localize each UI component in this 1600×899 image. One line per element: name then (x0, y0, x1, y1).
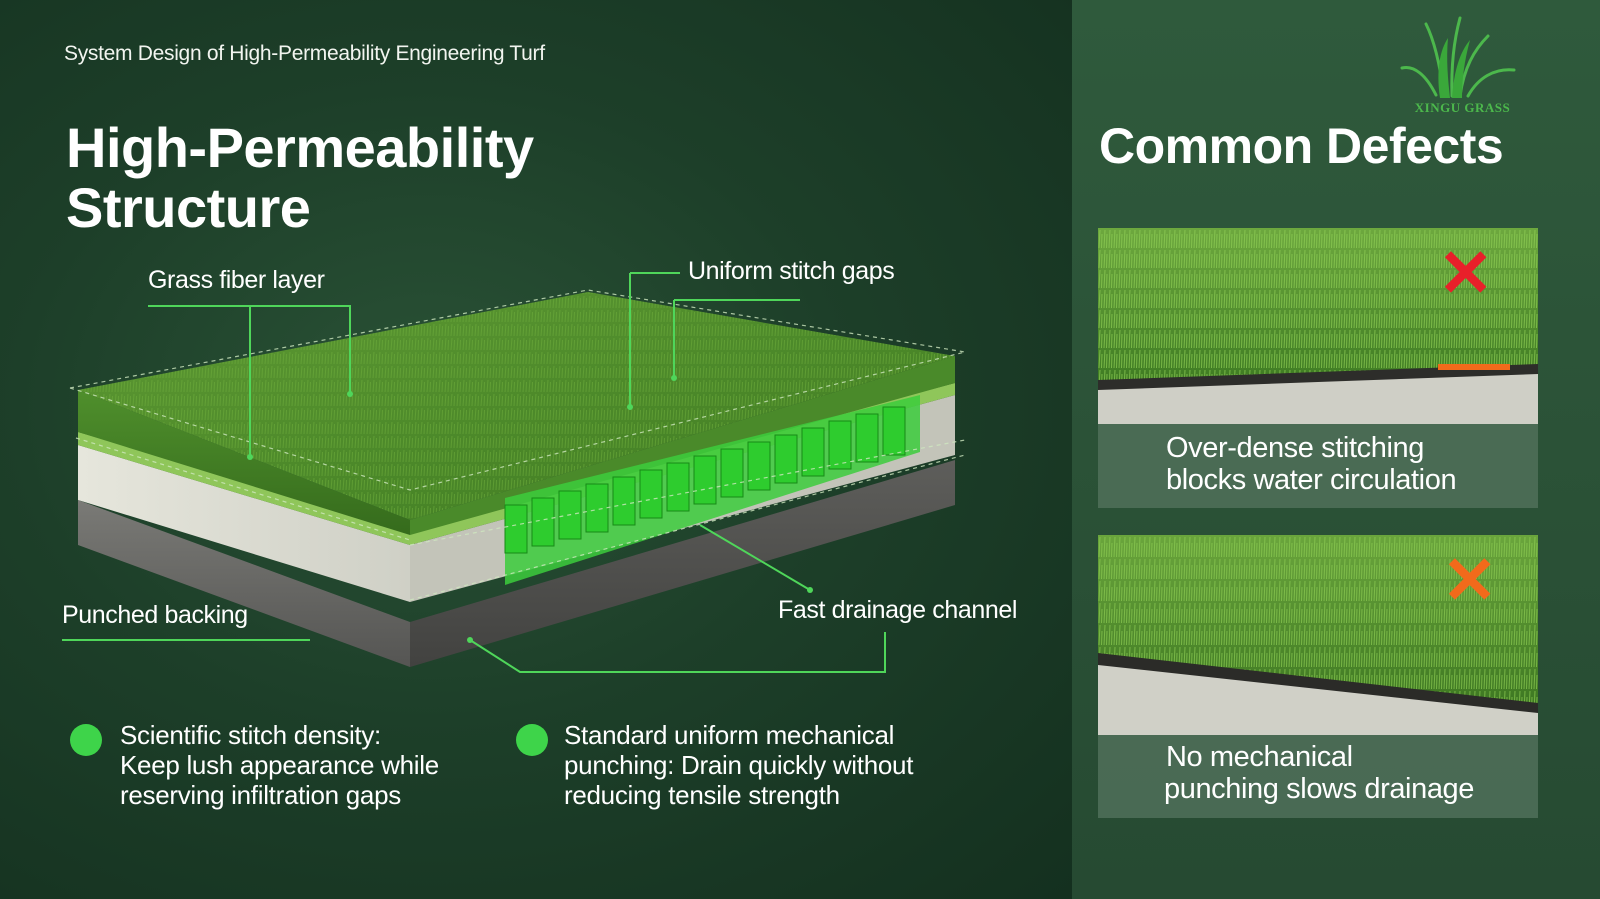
grey-base-left-face (78, 500, 410, 667)
feature-mechanical-punching: Standard uniform mechanical punching: Dr… (564, 720, 914, 810)
defects-title: Common Defects (1099, 118, 1504, 174)
green-base-line (78, 383, 955, 545)
defect-card-no-punching: No mechanical punching slows drainage ✕ (1098, 535, 1538, 818)
defect-caption-line: punching slows drainage (1164, 773, 1475, 805)
no-punching-turf-image (1098, 535, 1538, 735)
turf-structure-diagram (62, 272, 966, 673)
callout-lines (62, 272, 886, 673)
defect-card-over-dense: Over-dense stitching blocks water circul… (1098, 228, 1538, 508)
page-subtitle: System Design of High-Permeability Engin… (64, 42, 545, 65)
white-backing-left-face (78, 445, 410, 602)
defect-caption-line: blocks water circulation (1166, 464, 1457, 496)
grey-base-right-face (410, 460, 955, 667)
uniform-stitch-gaps-label: Uniform stitch gaps (688, 257, 895, 285)
grass-front-edge (78, 390, 410, 535)
dashed-outlines (69, 289, 966, 601)
defect-caption-line: No mechanical (1166, 741, 1353, 773)
grass-logo-icon (1400, 16, 1516, 98)
grass-fiber-layer-label: Grass fiber layer (148, 266, 325, 294)
feature-bullet-icon (70, 724, 102, 756)
defect-caption-line: Over-dense stitching (1166, 432, 1424, 464)
stitch-blocks (504, 406, 906, 554)
feature-stitch-density: Scientific stitch density: Keep lush app… (120, 720, 439, 810)
feature-bullet-icon (516, 724, 548, 756)
callout-dots (247, 375, 813, 643)
page-title: High-Permeability Structure (66, 116, 534, 239)
over-dense-turf-image (1098, 228, 1538, 424)
red-cross-icon: ✕ (1438, 236, 1494, 310)
orange-cross-icon: ✕ (1442, 543, 1498, 617)
brand-logo-text: XINGU GRASS (1414, 100, 1511, 115)
fast-drainage-channel-label: Fast drainage channel (778, 596, 1017, 624)
punched-backing-label: Punched backing (62, 601, 248, 629)
